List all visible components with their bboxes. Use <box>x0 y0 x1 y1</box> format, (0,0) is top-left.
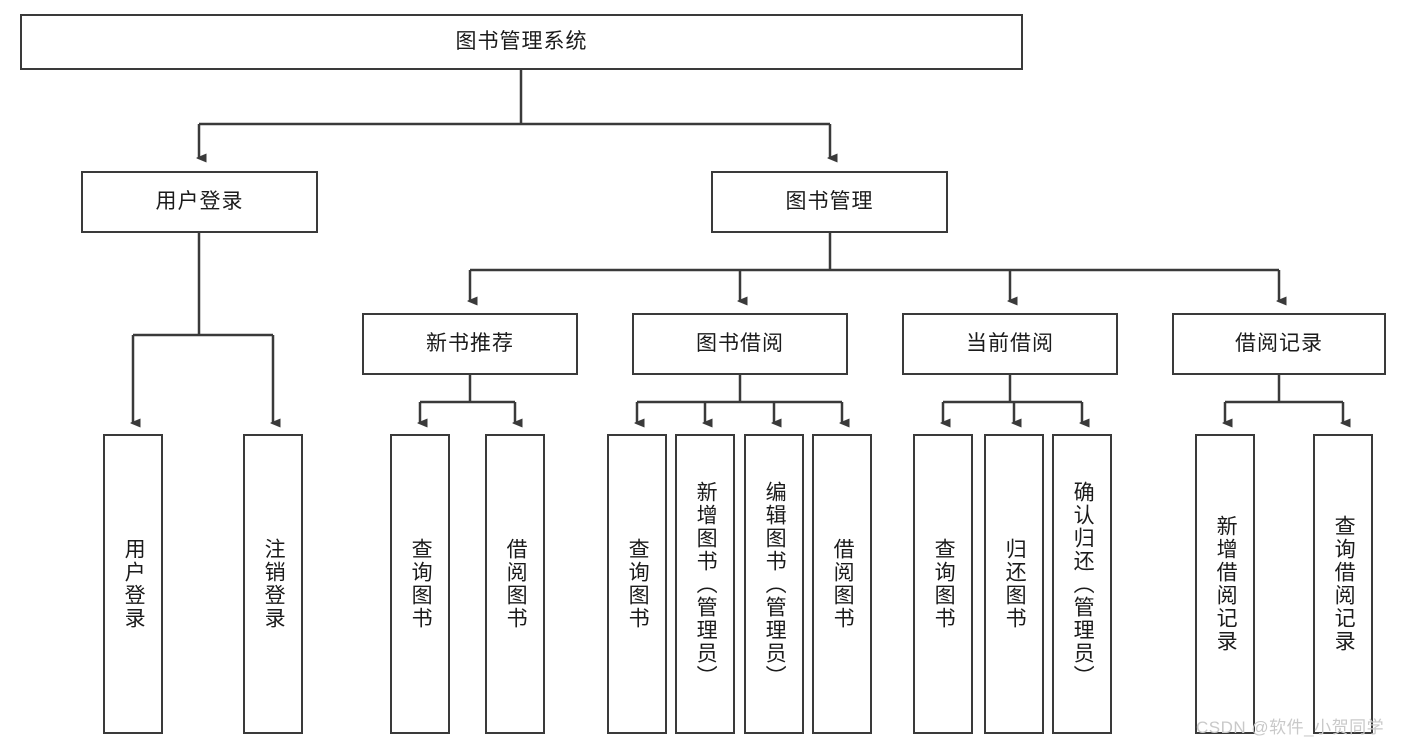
node-label: 图书管理系统 <box>455 30 588 54</box>
leaf-borrow-record-add[interactable]: 新增借阅记录 <box>1195 434 1255 734</box>
node-label: 图书管理 <box>785 190 874 214</box>
leaf-book-borrow-query[interactable]: 查询图书 <box>607 434 667 734</box>
node-label: 查询图书 <box>626 538 650 630</box>
leaf-current-borrow-confirm[interactable]: 确认归还（管理员） <box>1052 434 1112 734</box>
node-user-login[interactable]: 用户登录 <box>81 171 318 233</box>
node-label: 借阅图书 <box>504 538 528 630</box>
csdn-watermark: CSDN @软件_小贺同学 <box>1196 718 1385 737</box>
leaf-user-login-signin[interactable]: 用户登录 <box>103 434 163 734</box>
leaf-book-borrow-lend[interactable]: 借阅图书 <box>812 434 872 734</box>
leaf-book-borrow-edit[interactable]: 编辑图书（管理员） <box>744 434 804 734</box>
leaf-user-login-signout[interactable]: 注销登录 <box>243 434 303 734</box>
node-label: 查询图书 <box>409 538 433 630</box>
node-label: 查询借阅记录 <box>1332 515 1356 653</box>
node-label: 查询图书 <box>932 538 956 630</box>
node-root-system[interactable]: 图书管理系统 <box>20 14 1023 70</box>
node-current-borrow[interactable]: 当前借阅 <box>902 313 1118 375</box>
node-label: 用户登录 <box>122 538 146 630</box>
leaf-book-borrow-add[interactable]: 新增图书（管理员） <box>675 434 735 734</box>
node-label: 新书推荐 <box>426 332 514 356</box>
leaf-current-borrow-return[interactable]: 归还图书 <box>984 434 1044 734</box>
node-label: 新增借阅记录 <box>1214 515 1238 653</box>
node-book-management[interactable]: 图书管理 <box>711 171 948 233</box>
node-new-book-recommend[interactable]: 新书推荐 <box>362 313 578 375</box>
node-label: 借阅记录 <box>1235 332 1323 356</box>
node-book-borrow[interactable]: 图书借阅 <box>632 313 848 375</box>
leaf-new-book-query[interactable]: 查询图书 <box>390 434 450 734</box>
node-label: 图书借阅 <box>696 332 784 356</box>
leaf-borrow-record-query[interactable]: 查询借阅记录 <box>1313 434 1373 734</box>
node-label: 注销登录 <box>262 538 286 630</box>
node-label: 借阅图书 <box>831 538 855 630</box>
node-label: 确认归还（管理员） <box>1071 480 1095 688</box>
node-label: 编辑图书（管理员） <box>763 480 787 688</box>
node-label: 当前借阅 <box>966 332 1054 356</box>
node-label: 用户登录 <box>155 190 244 214</box>
node-borrow-record[interactable]: 借阅记录 <box>1172 313 1386 375</box>
node-label: 归还图书 <box>1003 538 1027 630</box>
leaf-new-book-borrow[interactable]: 借阅图书 <box>485 434 545 734</box>
leaf-current-borrow-query[interactable]: 查询图书 <box>913 434 973 734</box>
node-label: 新增图书（管理员） <box>694 480 718 688</box>
